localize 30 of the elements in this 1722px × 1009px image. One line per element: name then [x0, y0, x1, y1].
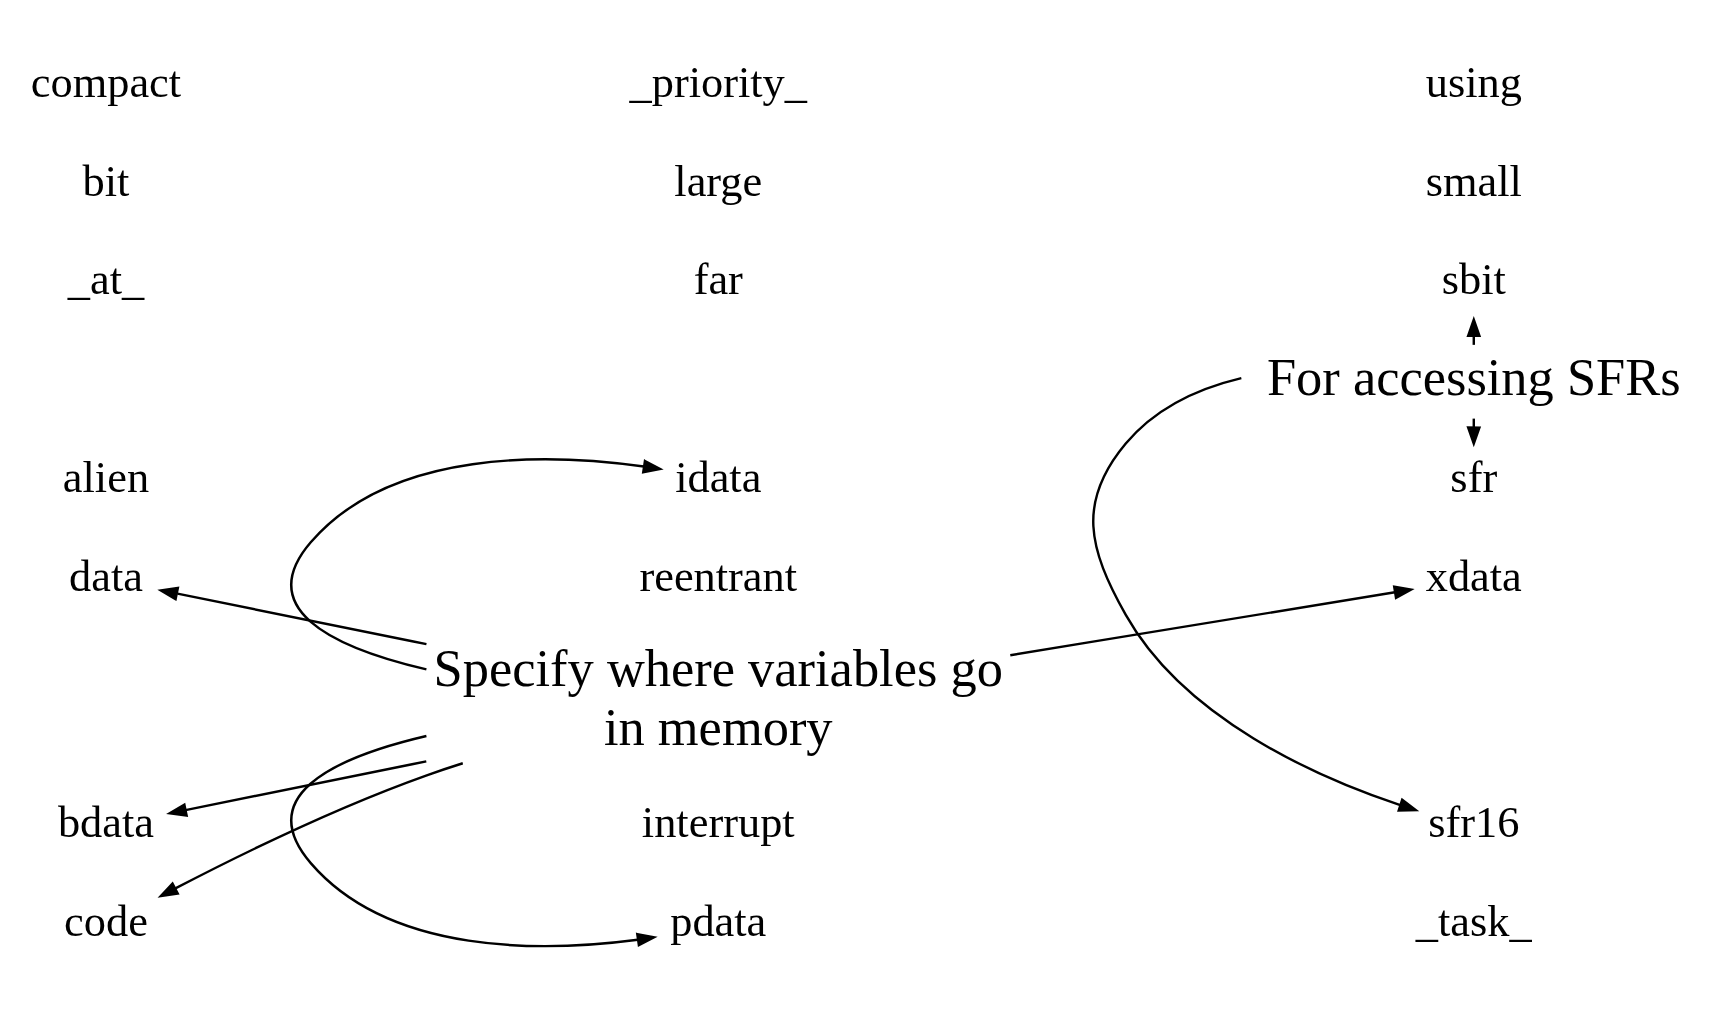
label: bit [82, 155, 129, 206]
label: using [1425, 56, 1522, 107]
label: _at_ [67, 253, 144, 304]
node-text: pdata [669, 895, 766, 946]
node-text: sfr [1449, 451, 1497, 502]
label: small [1425, 155, 1522, 206]
arrow [156, 586, 427, 645]
arrow [289, 457, 664, 671]
label: interrupt [641, 796, 795, 847]
node-text: Specify where variables go in memory [433, 638, 1003, 756]
node-text: idata [674, 451, 761, 502]
label: reentrant [638, 550, 797, 601]
label: compact [30, 56, 181, 107]
label: _priority_ [629, 56, 807, 107]
arrow [157, 761, 463, 898]
label: alien [62, 451, 149, 502]
node-text: data [68, 550, 143, 601]
arrow [165, 759, 427, 817]
node-text: xdata [1425, 550, 1522, 601]
arrow [1009, 584, 1415, 656]
label: _task_ [1415, 895, 1532, 946]
node-text: code [63, 895, 148, 946]
label: large [673, 155, 762, 206]
arrow [289, 734, 658, 947]
label: far [693, 253, 743, 304]
node-text: bdata [57, 796, 154, 847]
node-text: sfr16 [1427, 796, 1519, 847]
node-text: sbit [1441, 253, 1506, 304]
arrow [1091, 376, 1419, 812]
node-text: For accessing SFRs [1266, 347, 1681, 406]
